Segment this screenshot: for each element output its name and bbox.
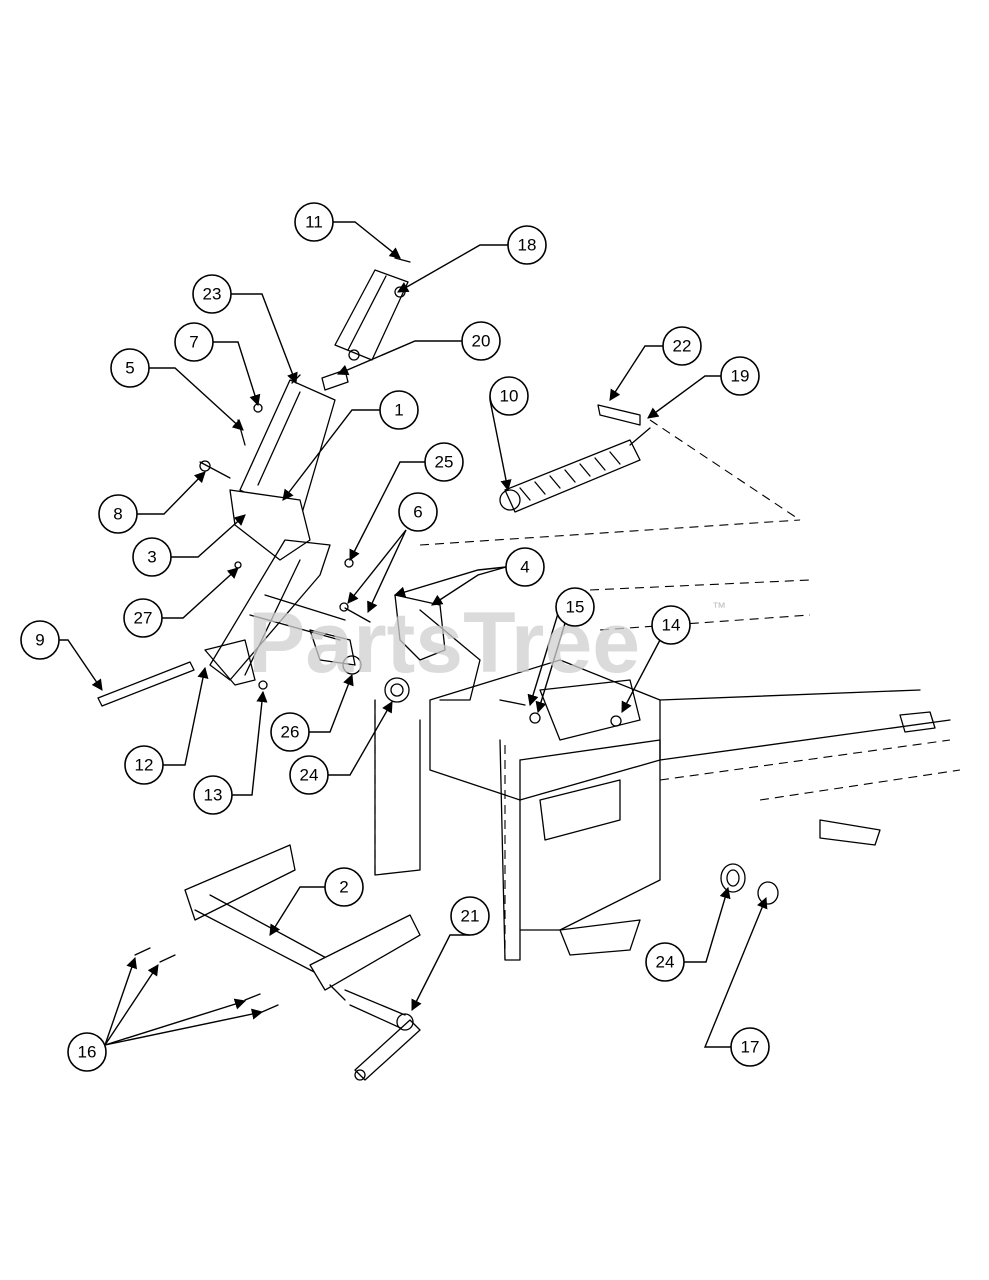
svg-text:5: 5 bbox=[125, 359, 134, 378]
callout-24-lower[interactable]: 24 bbox=[645, 942, 685, 982]
callout-6[interactable]: 6 bbox=[398, 492, 438, 532]
svg-text:19: 19 bbox=[731, 367, 750, 386]
misc-hardware bbox=[339, 594, 622, 727]
svg-text:1: 1 bbox=[394, 401, 403, 420]
callout-24-upper[interactable]: 24 bbox=[289, 755, 329, 795]
svg-text:23: 23 bbox=[203, 285, 222, 304]
callout-21[interactable]: 21 bbox=[450, 896, 490, 936]
svg-text:21: 21 bbox=[461, 907, 480, 926]
lift-arm-assembly bbox=[97, 379, 356, 707]
svg-text:12: 12 bbox=[135, 756, 154, 775]
callout-26[interactable]: 25 bbox=[424, 442, 464, 482]
svg-text:24: 24 bbox=[300, 766, 319, 785]
callout-4[interactable]: 4 bbox=[505, 547, 545, 587]
svg-text:9: 9 bbox=[35, 631, 44, 650]
svg-text:3: 3 bbox=[147, 548, 156, 567]
frame-assembly bbox=[374, 419, 961, 961]
lower-arm-assembly bbox=[134, 844, 421, 1081]
callout-16[interactable]: 16 bbox=[67, 1032, 107, 1072]
svg-text:20: 20 bbox=[472, 332, 491, 351]
spring-assembly bbox=[499, 404, 651, 513]
callout-20[interactable]: 20 bbox=[461, 321, 501, 361]
leader-lines bbox=[59, 221, 768, 1048]
right-bushing bbox=[720, 863, 779, 905]
callout-15[interactable]: 15 bbox=[555, 587, 595, 627]
callout-2[interactable]: 2 bbox=[324, 867, 364, 907]
callout-23[interactable]: 23 bbox=[192, 274, 232, 314]
svg-text:10: 10 bbox=[500, 387, 519, 406]
callout-17[interactable]: 17 bbox=[730, 1027, 770, 1067]
svg-text:7: 7 bbox=[189, 333, 198, 352]
svg-text:18: 18 bbox=[518, 236, 537, 255]
svg-text:15: 15 bbox=[566, 598, 585, 617]
svg-text:25: 25 bbox=[435, 453, 454, 472]
callout-3[interactable]: 3 bbox=[132, 537, 172, 577]
svg-text:22: 22 bbox=[673, 337, 692, 356]
svg-text:17: 17 bbox=[741, 1038, 760, 1057]
callouts: 11 18 23 20 7 5 22 19 10 1 25 8 6 3 4 15… bbox=[20, 202, 770, 1072]
svg-text:13: 13 bbox=[204, 786, 223, 805]
svg-text:6: 6 bbox=[413, 503, 422, 522]
svg-text:27: 27 bbox=[134, 609, 153, 628]
svg-text:14: 14 bbox=[662, 616, 681, 635]
svg-text:16: 16 bbox=[78, 1043, 97, 1062]
svg-text:24: 24 bbox=[656, 953, 675, 972]
svg-text:2: 2 bbox=[339, 878, 348, 897]
callout-10[interactable]: 10 bbox=[489, 376, 529, 416]
callout-12[interactable]: 12 bbox=[124, 745, 164, 785]
svg-text:8: 8 bbox=[113, 505, 122, 524]
watermark: PartsTree ™ bbox=[248, 595, 726, 691]
callout-9[interactable]: 9 bbox=[20, 620, 60, 660]
svg-text:26: 26 bbox=[281, 723, 300, 742]
callout-25[interactable]: 26 bbox=[270, 712, 310, 752]
svg-text:4: 4 bbox=[520, 558, 529, 577]
callout-7[interactable]: 7 bbox=[174, 322, 214, 362]
callout-8[interactable]: 8 bbox=[98, 494, 138, 534]
callout-14[interactable]: 14 bbox=[651, 605, 691, 645]
callout-1[interactable]: 1 bbox=[379, 390, 419, 430]
callout-27[interactable]: 27 bbox=[123, 598, 163, 638]
callout-19[interactable]: 19 bbox=[720, 356, 760, 396]
callout-11[interactable]: 11 bbox=[294, 202, 334, 242]
callout-13[interactable]: 13 bbox=[193, 775, 233, 815]
upper-link-assembly bbox=[291, 257, 411, 391]
callout-18[interactable]: 18 bbox=[507, 225, 547, 265]
svg-text:11: 11 bbox=[305, 213, 323, 232]
callout-22[interactable]: 22 bbox=[662, 326, 702, 366]
callout-5[interactable]: 5 bbox=[110, 348, 150, 388]
watermark-tm: ™ bbox=[712, 599, 726, 615]
